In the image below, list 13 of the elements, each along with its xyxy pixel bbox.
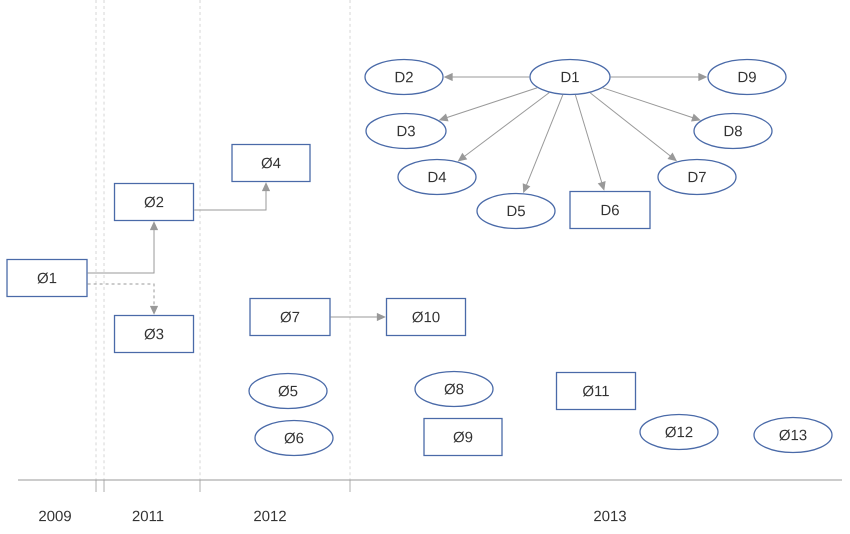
process-box: D6: [569, 190, 651, 230]
process-box: Ø9: [423, 418, 503, 456]
process-box: Ø4: [231, 144, 311, 182]
year-label: 2011: [132, 510, 164, 522]
process-box: Ø7: [249, 298, 331, 336]
process-box: Ø10: [386, 298, 466, 336]
year-label: 2012: [254, 510, 286, 522]
process-box: Ø1: [6, 258, 88, 298]
process-box: Ø11: [556, 372, 636, 410]
year-label: 2013: [594, 510, 626, 522]
year-label: 2009: [39, 510, 71, 522]
process-box: Ø3: [114, 314, 194, 354]
process-box: Ø2: [114, 182, 194, 222]
